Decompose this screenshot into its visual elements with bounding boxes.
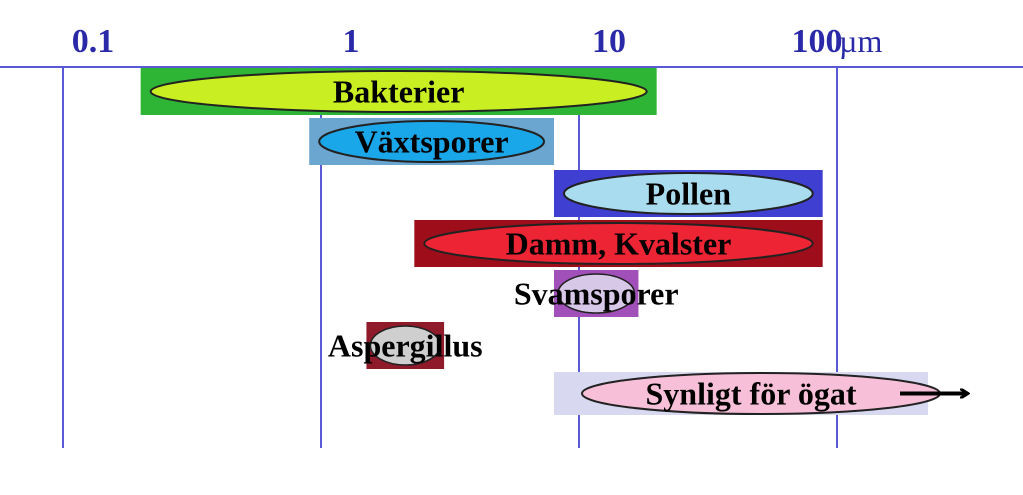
range-label: Bakterier xyxy=(333,74,465,110)
range-bar xyxy=(553,170,823,217)
range-ellipse xyxy=(318,120,545,163)
range-bar xyxy=(553,372,966,415)
range-bar xyxy=(309,118,554,165)
range-bar xyxy=(366,322,445,369)
unit-label: µm xyxy=(839,23,882,59)
range-ellipse xyxy=(423,222,814,265)
range-ellipse xyxy=(149,70,648,113)
range-bar xyxy=(414,220,823,267)
range-ellipse xyxy=(562,172,814,215)
tick-label: 100 xyxy=(792,23,843,60)
range-label: Damm, Kvalster xyxy=(506,226,732,262)
range-label: Pollen xyxy=(646,176,732,212)
range-ellipse xyxy=(557,273,636,314)
range-label: Svamsporer xyxy=(514,276,679,312)
range-ellipse xyxy=(369,325,441,366)
range-bar xyxy=(140,68,657,115)
range-label: Växtsporer xyxy=(355,124,509,160)
tick-label: 10 xyxy=(592,23,626,60)
tick-label: 0.1 xyxy=(72,23,115,60)
tick-label: 1 xyxy=(343,23,360,60)
range-bar xyxy=(553,270,639,317)
range-label: Aspergillus xyxy=(328,328,483,364)
range-label: Synligt för ögat xyxy=(646,376,857,412)
